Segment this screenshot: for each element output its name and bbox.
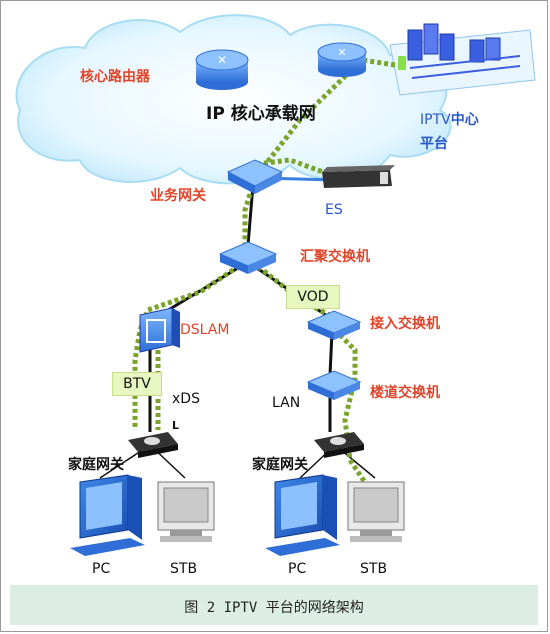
pc-icon-left xyxy=(70,474,145,556)
ip-core-cloud xyxy=(15,14,452,185)
xds-label: xDS xyxy=(172,391,200,407)
pc-label-right: PC xyxy=(288,561,307,577)
iptv-center-label-line2: 平台 xyxy=(420,136,448,152)
floor-switch-label: 楼道交换机 xyxy=(370,385,440,401)
iptv-center-label-b: 中心 xyxy=(450,112,479,128)
core-router-icon-left: ✕ xyxy=(195,49,249,90)
caption-bar: 图 2 IPTV 平台的网络架构 xyxy=(10,585,538,625)
service-gateway-icon xyxy=(226,159,284,194)
stb-icon-left xyxy=(157,481,215,542)
access-switch-icon xyxy=(306,310,362,340)
core-router-icon-right: ✕ xyxy=(317,42,367,77)
svg-text:✕: ✕ xyxy=(337,46,346,59)
home-gateway-label-left: 家庭网关 xyxy=(68,457,124,473)
lan-label: LAN xyxy=(272,395,301,411)
btv-label-box: BTV xyxy=(112,372,162,396)
floor-switch-icon xyxy=(306,370,362,400)
svg-text:✕: ✕ xyxy=(217,53,227,67)
es-server-icon xyxy=(322,165,395,188)
iptv-server-icon xyxy=(389,23,536,96)
agg-switch-icon xyxy=(218,241,278,274)
btv-label: BTV xyxy=(123,376,151,392)
access-switch-label: 接入交换机 xyxy=(370,316,440,332)
home-gateway-icon-left xyxy=(128,432,178,458)
core-router-label: 核心路由器 xyxy=(80,69,150,85)
dslam-label: DSLAM xyxy=(180,322,230,338)
l-mark: L xyxy=(172,419,180,432)
figure-caption: 图 2 IPTV 平台的网络架构 xyxy=(184,600,364,616)
home-gateway-icon-right xyxy=(314,432,364,458)
iptv-center-label-a: IPTV xyxy=(420,112,451,128)
stb-label-left: STB xyxy=(170,561,198,577)
home-gateway-label-right: 家庭网关 xyxy=(252,457,308,473)
iptv-center-label-line1: IPTV中心 xyxy=(420,111,479,127)
pc-label-left: PC xyxy=(92,561,111,577)
stb-label-right: STB xyxy=(360,561,388,577)
es-label: ES xyxy=(325,202,343,218)
service-gateway-label: 业务网关 xyxy=(150,188,206,204)
vod-label: VOD xyxy=(297,289,329,305)
pc-icon-right xyxy=(265,474,340,556)
agg-switch-label: 汇聚交换机 xyxy=(300,249,370,265)
dslam-icon xyxy=(139,307,180,353)
stb-icon-right xyxy=(347,481,405,542)
ip-core-label: IP 核心承载网 xyxy=(206,104,316,124)
vod-label-box: VOD xyxy=(286,285,340,309)
